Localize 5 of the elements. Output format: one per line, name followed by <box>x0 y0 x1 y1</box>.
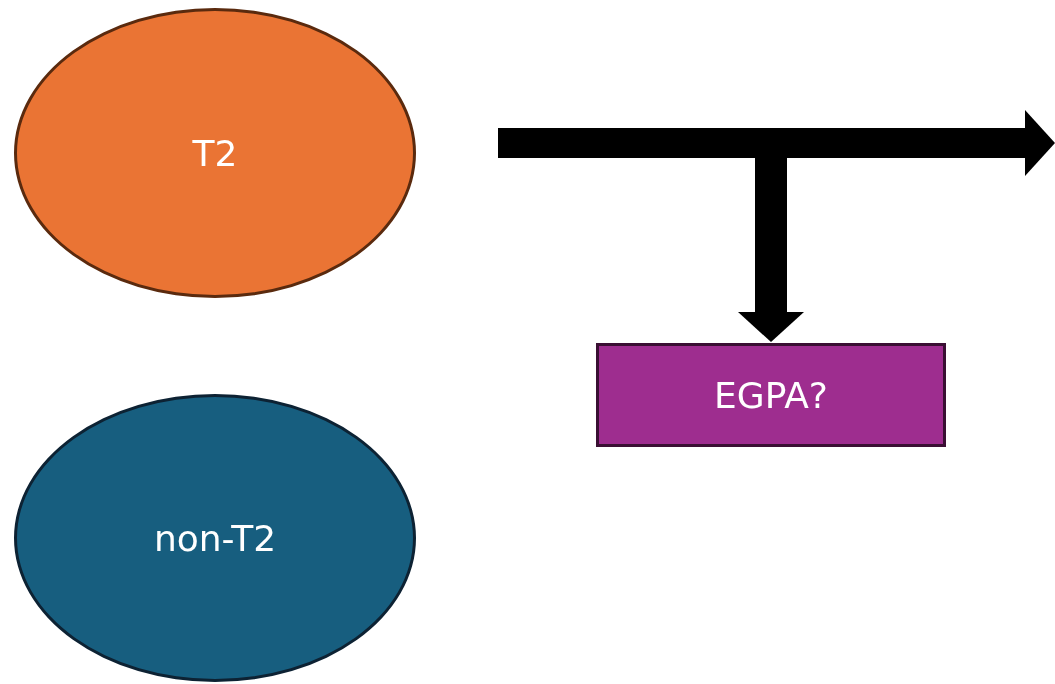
arrow <box>738 158 804 342</box>
process-box <box>596 343 946 447</box>
node-label: non-T2 <box>153 517 277 559</box>
node-label: EGPA? <box>714 374 828 416</box>
node-label: T2 <box>192 132 238 174</box>
